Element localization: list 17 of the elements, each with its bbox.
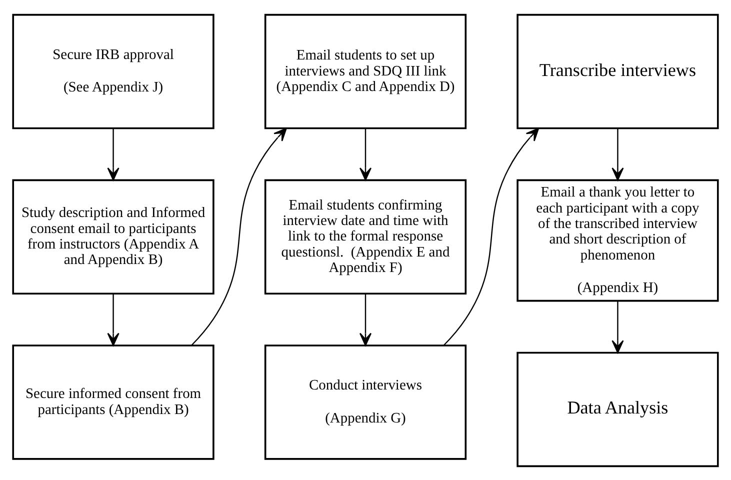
node-box: Email a thank you letter to each participant with a copy of the transcribed interview and short description of phenomenon (Appendix H) <box>516 178 719 302</box>
arrow <box>191 127 287 346</box>
node-box: Secure IRB approval (See Appendix J) <box>12 13 214 129</box>
arrow <box>359 293 372 346</box>
arrow <box>443 127 540 346</box>
node-box: Conduct interviews (Appendix G) <box>264 344 467 460</box>
node-box: Email students confirming interview date and time with link to the formal response questionsl. (Appendix E and Appendix F) <box>264 178 467 294</box>
arrow <box>107 128 120 180</box>
node-box: Transcribe interviews <box>516 13 719 129</box>
node-box: Study description and Informed consent email to participants from instructors (Appendix A and Appendix B) <box>12 178 214 294</box>
node-box: Email students to set up interviews and SDQ III link (Appendix C and Appendix D) <box>264 13 467 129</box>
arrow <box>612 128 624 180</box>
arrow <box>612 300 624 353</box>
node-box: Secure informed consent from participants (Appendix B) <box>12 344 214 460</box>
arrow <box>359 128 372 180</box>
node-box: Data Analysis <box>516 351 719 467</box>
arrow <box>107 293 120 346</box>
